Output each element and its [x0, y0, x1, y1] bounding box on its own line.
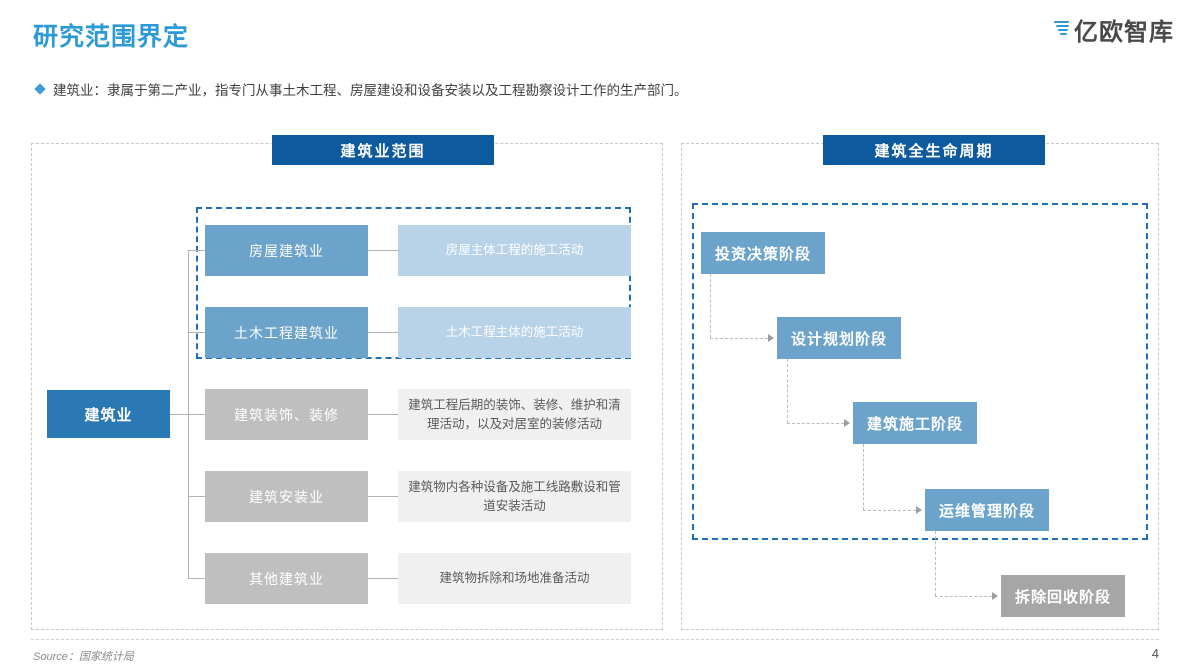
page-number: 4 [1151, 646, 1159, 661]
stage-box-3[interactable]: 建筑施工阶段 [853, 402, 978, 444]
footer-divider [31, 639, 1159, 640]
category-box-5[interactable]: 其他建筑业 [205, 553, 368, 604]
subtitle-text: 建筑业：隶属于第二产业，指专门从事土木工程、房屋建设和设备安装以及工程勘察设计工… [53, 83, 688, 98]
connector-branch-4 [188, 496, 206, 497]
stage-connector-v-2 [787, 359, 788, 423]
right-panel-header: 建筑全生命周期 [823, 135, 1045, 165]
stage-box-1[interactable]: 投资决策阶段 [701, 232, 826, 274]
subtitle-row: 建筑业：隶属于第二产业，指专门从事土木工程、房屋建设和设备安装以及工程勘察设计工… [34, 79, 688, 99]
description-box-2: 土木工程主体的施工活动 [398, 307, 631, 358]
brand-logo: 亿欧智库 [1053, 19, 1174, 46]
stage-connector-h-4 [935, 596, 992, 597]
description-box-4: 建筑物内各种设备及施工线路敷设和管道安装活动 [398, 471, 631, 522]
source-label: Source：国家统计局 [33, 651, 134, 663]
stage-connector-v-3 [863, 444, 864, 510]
stage-arrow-2-icon [844, 419, 850, 427]
root-node-construction: 建筑业 [47, 390, 170, 438]
connector-desc-2 [368, 332, 398, 333]
category-box-2[interactable]: 土木工程建筑业 [205, 307, 368, 358]
stage-arrow-4-icon [992, 592, 998, 600]
stage-box-2[interactable]: 设计规划阶段 [777, 317, 902, 359]
right-highlight-region [692, 203, 1148, 540]
stage-connector-v-4 [935, 531, 936, 596]
connector-branch-5 [188, 578, 206, 579]
left-panel-header: 建筑业范围 [272, 135, 494, 165]
connector-branch-1 [188, 250, 206, 251]
diamond-bullet-icon [34, 83, 46, 95]
stage-connector-h-1 [710, 338, 768, 339]
page-title: 研究范围界定 [33, 23, 190, 51]
connector-desc-1 [368, 250, 398, 251]
logo-text: 亿欧智库 [1074, 19, 1174, 46]
connector-desc-3 [368, 414, 398, 415]
stage-connector-h-2 [787, 423, 844, 424]
category-box-4[interactable]: 建筑安装业 [205, 471, 368, 522]
connector-desc-4 [368, 496, 398, 497]
description-box-1: 房屋主体工程的施工活动 [398, 225, 631, 276]
description-box-5: 建筑物拆除和场地准备活动 [398, 553, 631, 604]
logo-stripes-icon [1053, 20, 1071, 44]
description-box-3: 建筑工程后期的装饰、装修、维护和清理活动，以及对居室的装修活动 [398, 389, 631, 440]
stage-box-4[interactable]: 运维管理阶段 [925, 489, 1050, 531]
connector-desc-5 [368, 578, 398, 579]
category-box-1[interactable]: 房屋建筑业 [205, 225, 368, 276]
category-box-3[interactable]: 建筑装饰、装修 [205, 389, 368, 440]
stage-connector-h-3 [863, 510, 916, 511]
left-highlight-region [196, 207, 631, 359]
stage-connector-v-1 [710, 274, 711, 338]
stage-arrow-1-icon [768, 334, 774, 342]
stage-box-5[interactable]: 拆除回收阶段 [1001, 575, 1126, 617]
connector-branch-2 [188, 332, 206, 333]
stage-arrow-3-icon [916, 506, 922, 514]
connector-branch-3 [188, 414, 206, 415]
